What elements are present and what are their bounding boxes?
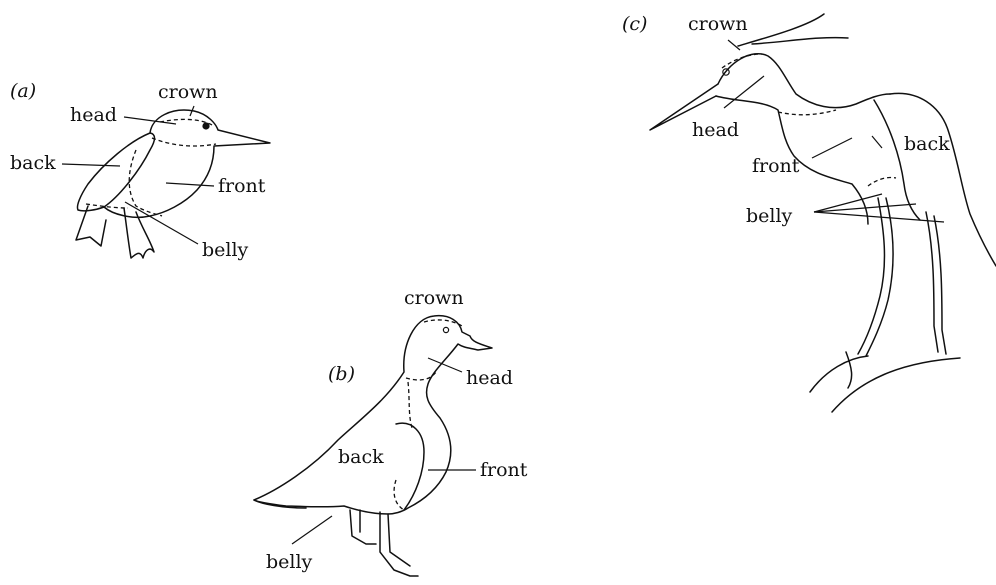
bird-a-tail — [76, 206, 106, 246]
bird-a-body-outline — [104, 110, 270, 217]
bird-c-leg-right — [926, 212, 946, 354]
label-a-head: head — [70, 104, 117, 126]
bird-c-back — [890, 93, 996, 266]
bird-b-belly-leader — [292, 516, 332, 544]
bird-c-head-neck — [718, 54, 890, 108]
bird-b-belly-boundary — [394, 480, 404, 510]
label-b-head: head — [466, 367, 513, 389]
label-c-crown: crown — [688, 13, 748, 35]
label-c-belly: belly — [746, 205, 793, 227]
bird-c-leg-left — [858, 198, 893, 356]
bird-a-back-leader — [62, 164, 120, 166]
bird-c-belly-boundary — [868, 177, 896, 186]
panel-b-tag: (b) — [328, 363, 355, 385]
bird-c-belly-leader-3 — [814, 212, 944, 222]
label-a-crown: crown — [158, 81, 218, 103]
panel-c: (c) crown head back front b — [622, 13, 996, 412]
label-c-back: back — [904, 133, 950, 155]
label-b-back: back — [338, 446, 384, 468]
label-a-front: front — [218, 175, 266, 197]
bird-a-head-boundary — [152, 138, 216, 146]
bird-a-front-leader — [166, 183, 214, 186]
label-b-belly: belly — [266, 551, 313, 573]
bird-b-leg-left — [350, 510, 376, 544]
panel-a: (a) crown head back front belly — [10, 80, 270, 261]
bird-b-wing — [396, 423, 424, 510]
bird-c-crown-boundary — [722, 54, 762, 68]
bird-b-body-outline — [254, 316, 492, 514]
label-c-head: head — [692, 119, 739, 141]
label-b-front: front — [480, 459, 528, 481]
bird-c-perch — [810, 352, 960, 412]
bird-a-front-boundary — [129, 150, 162, 216]
bird-c-crest — [738, 14, 848, 46]
bird-b-eye — [443, 327, 448, 332]
panel-c-tag: (c) — [622, 13, 647, 35]
bird-b-neck-boundary — [408, 382, 412, 428]
bird-c-back-leader — [872, 136, 882, 148]
bird-c-head-boundary — [778, 110, 836, 115]
panel-b: (b) crown head back front belly — [254, 287, 528, 576]
label-b-crown: crown — [404, 287, 464, 309]
bird-c-wing-edge — [874, 100, 920, 220]
bird-c-front-leader — [812, 138, 852, 158]
bird-c-crown-leader — [728, 40, 740, 50]
label-a-back: back — [10, 152, 56, 174]
bird-a-belly-leader — [125, 202, 198, 244]
label-c-front: front — [752, 155, 800, 177]
label-a-belly: belly — [202, 239, 249, 261]
bird-b-leg-right — [380, 512, 418, 576]
panel-a-tag: (a) — [10, 80, 36, 102]
bird-a-wing — [77, 133, 154, 211]
